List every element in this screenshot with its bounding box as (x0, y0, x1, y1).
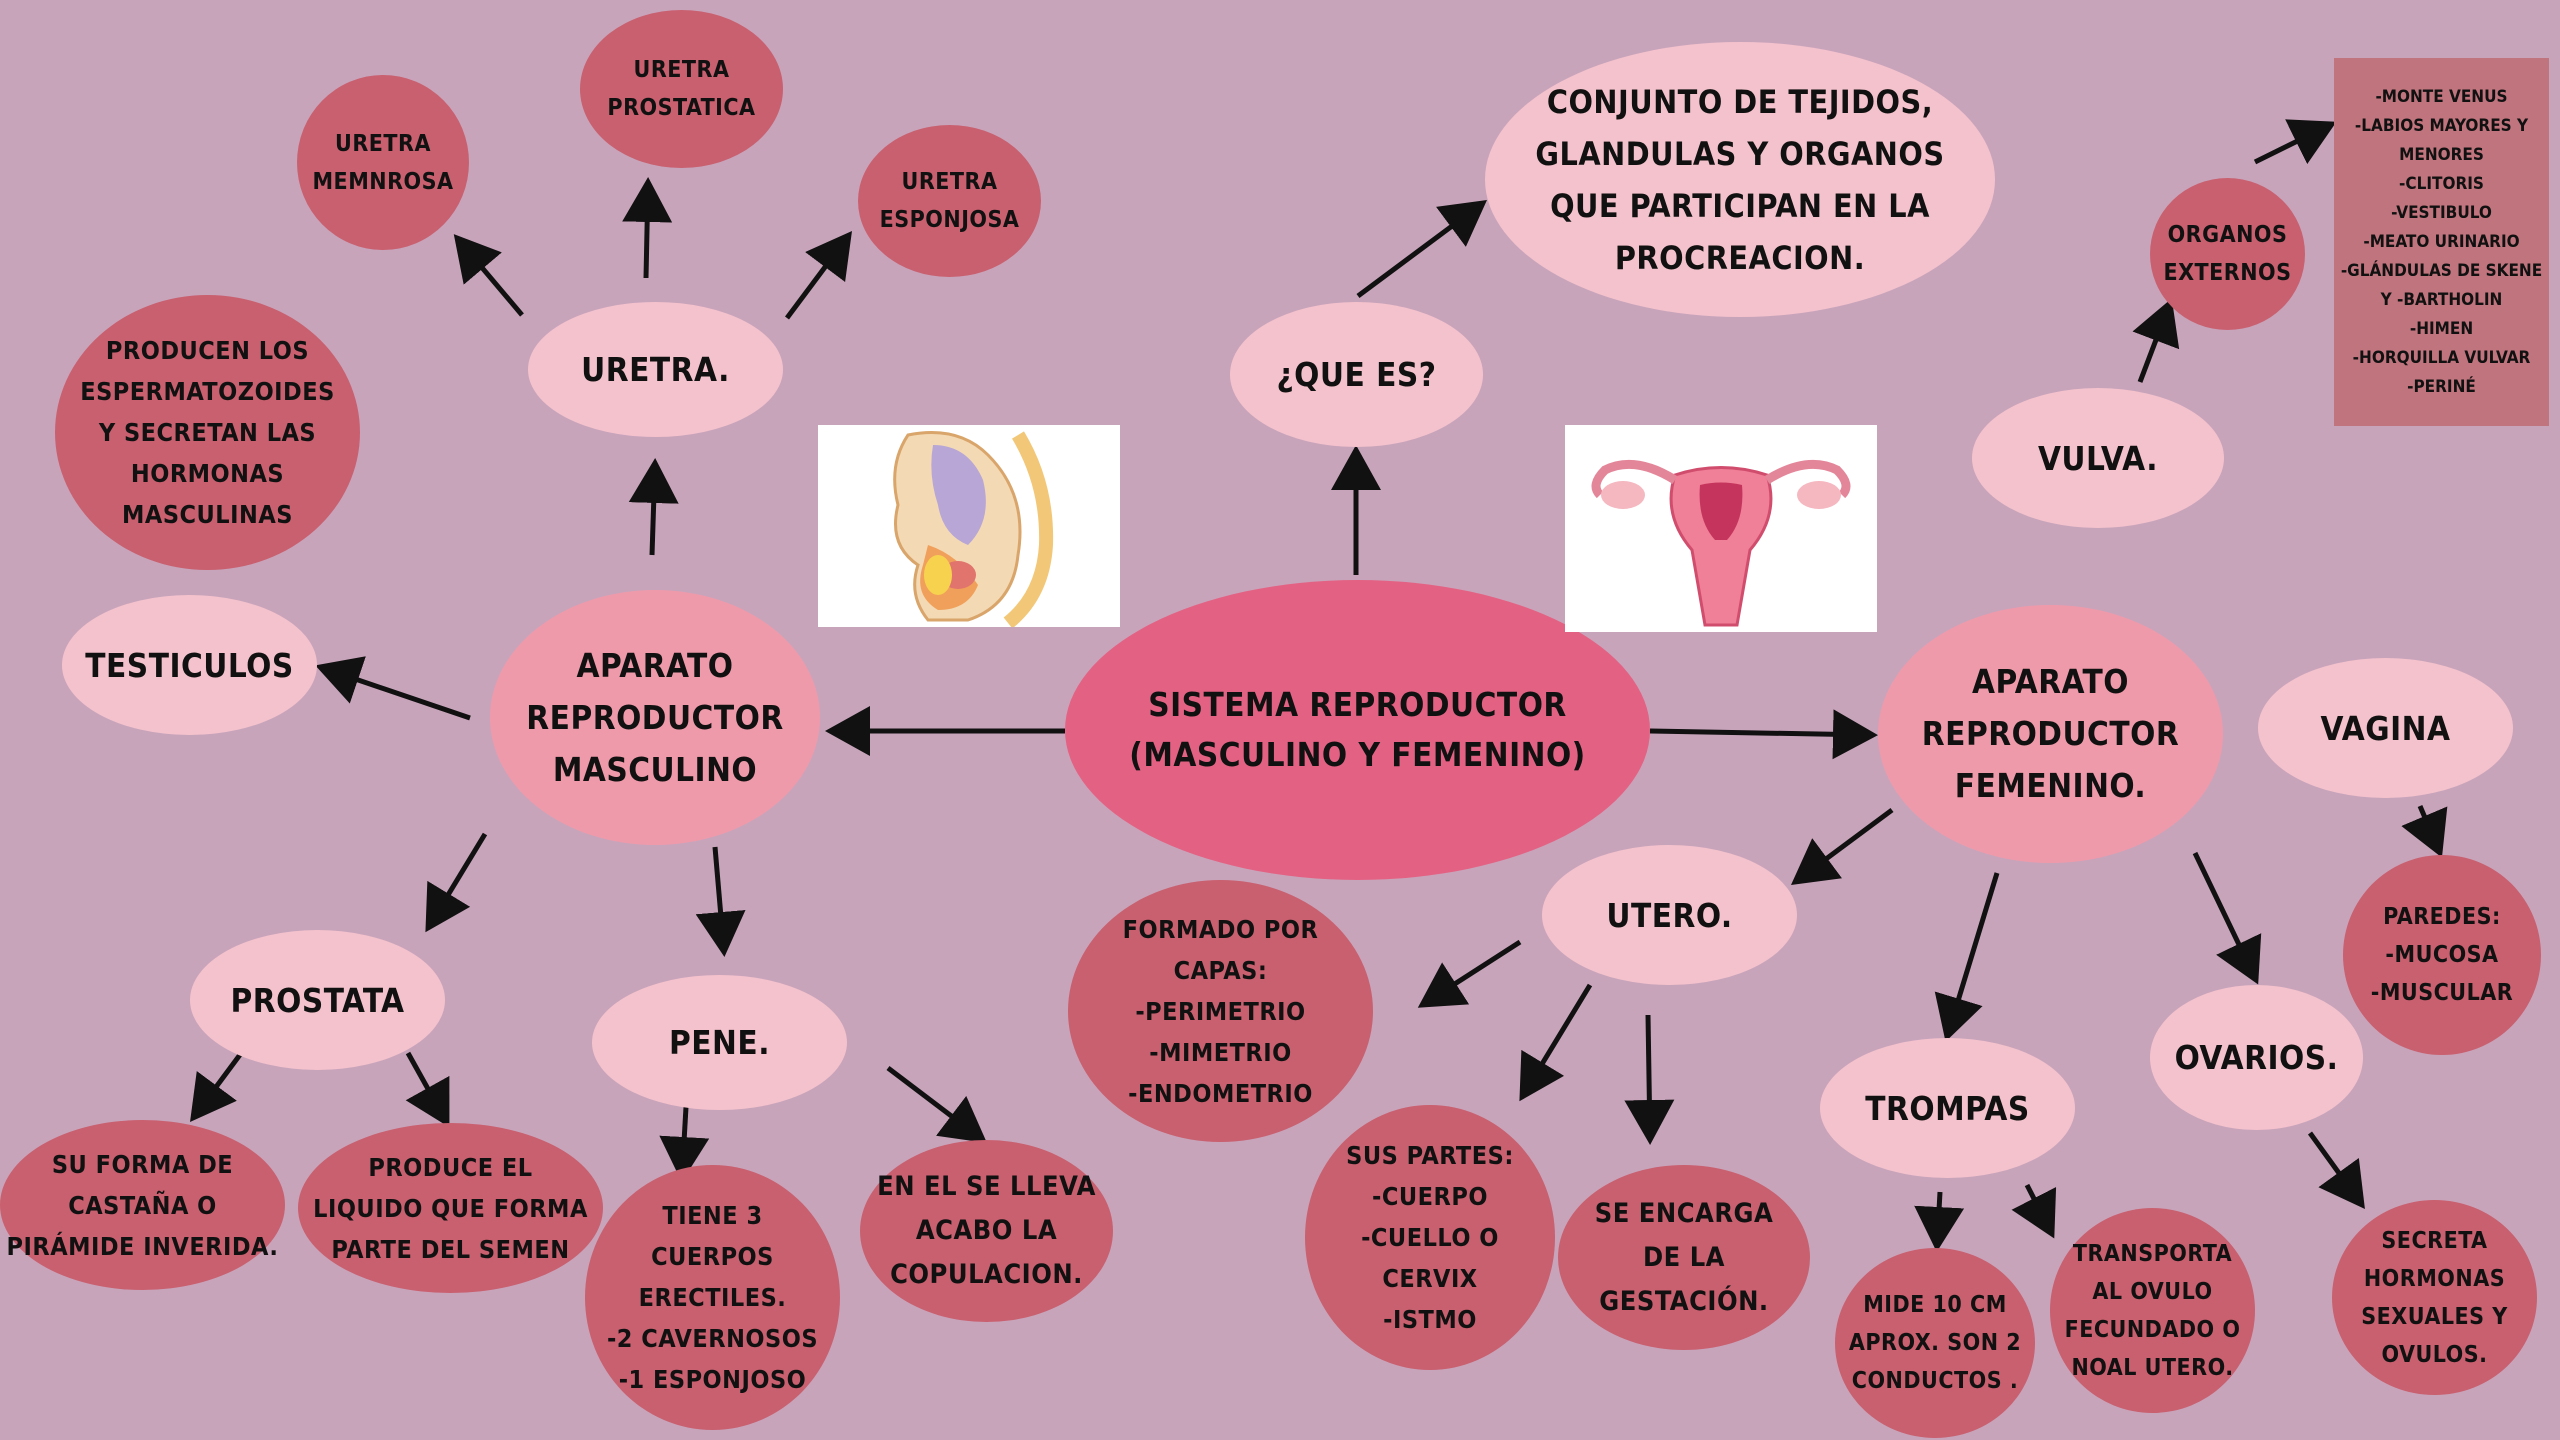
aparato-femenino-node: APARATO REPRODUCTOR FEMENINO. (1878, 605, 2223, 863)
trompas-node: TROMPAS (1820, 1038, 2075, 1178)
arrow-masculino-to-testiculos (320, 667, 470, 718)
arrow-prostata-to-liquido (408, 1053, 447, 1123)
que-es-answer: CONJUNTO DE TEJIDOS, GLANDULAS Y ORGANOS… (1485, 42, 1995, 317)
testiculos-desc-node: PRODUCEN LOS ESPERMATOZOIDES Y SECRETAN … (55, 295, 360, 570)
arrow-uretra-to-esponjosa (787, 235, 849, 318)
arrow-femenino-to-utero (1795, 810, 1892, 882)
vagina-node: VAGINA (2258, 658, 2513, 798)
arrow-femenino-to-trompas (1947, 873, 1997, 1037)
trompas-transporta-node: TRANSPORTA AL OVULO FECUNDADO O NOAL UTE… (2050, 1208, 2255, 1413)
arrow-uretra-to-memnrosa (457, 238, 522, 315)
arrow-trompas-to-mide (1937, 1192, 1940, 1247)
ovarios-secreta-node: SECRETA HORMONAS SEXUALES Y OVULOS. (2332, 1200, 2537, 1395)
aparato-masculino-node: APARATO REPRODUCTOR MASCULINO (490, 590, 820, 845)
testiculos-node: TESTICULOS (62, 595, 317, 735)
arrow-utero-to-partes (1522, 985, 1590, 1097)
female-anatomy-image (1565, 425, 1877, 632)
prostata-node: PROSTATA (190, 930, 445, 1070)
arrow-masculino-to-pene (715, 847, 724, 952)
arrow-pene-to-cuerpos (682, 1107, 686, 1177)
prostata-liquido-node: PRODUCE EL LIQUIDO QUE FORMA PARTE DEL S… (298, 1123, 603, 1293)
utero-node: UTERO. (1542, 845, 1797, 985)
arrow-externos-to-list (2255, 124, 2332, 162)
ovarios-node: OVARIOS. (2150, 985, 2363, 1130)
arrow-uretra-to-prostatica (646, 182, 648, 278)
arrow-utero-to-gestacion (1648, 1015, 1650, 1140)
arrow-vulva-to-externos (2140, 303, 2170, 382)
arrow-trompas-to-transporta (2027, 1185, 2052, 1234)
male-anatomy-image (818, 425, 1120, 627)
arrow-center-to-femenino (1650, 731, 1873, 735)
arrow-prostata-to-forma (193, 1048, 245, 1118)
arrow-masculino-to-prostata (428, 834, 485, 928)
pene-node: PENE. (592, 975, 847, 1110)
arrow-masculino-to-uretra (652, 463, 655, 555)
uretra-memnrosa-node: URETRA MEMNROSA (297, 75, 469, 250)
vulva-node: VULVA. (1972, 388, 2224, 528)
prostata-forma-node: SU FORMA DE CASTAÑA O PIRÁMIDE INVERIDA. (0, 1120, 285, 1290)
que-es-node: ¿QUE ES? (1230, 302, 1483, 447)
arrow-ovarios-to-secreta (2310, 1133, 2362, 1205)
arrow-vagina-to-paredes (2420, 806, 2440, 853)
uretra-prostatica-node: URETRA PROSTATICA (580, 10, 783, 168)
pene-copulacion-node: EN EL SE LLEVA ACABO LA COPULACION. (860, 1140, 1113, 1322)
vagina-paredes-node: PAREDES: -MUCOSA -MUSCULAR (2343, 855, 2541, 1055)
arrow-pene-to-copulacion (888, 1068, 983, 1140)
uretra-esponjosa-node: URETRA ESPONJOSA (858, 125, 1041, 277)
pene-cuerpos-node: TIENE 3 CUERPOS ERECTILES. -2 CAVERNOSOS… (585, 1165, 840, 1430)
trompas-mide-node: MIDE 10 CM APROX. SON 2 CONDUCTOS . (1835, 1248, 2035, 1438)
utero-gestacion-node: SE ENCARGA DE LA GESTACIÓN. (1558, 1165, 1810, 1350)
central-topic: SISTEMA REPRODUCTOR (MASCULINO Y FEMENIN… (1065, 580, 1650, 880)
arrow-femenino-to-ovarios (2195, 853, 2256, 980)
arrow-que-es-to-answer (1358, 203, 1483, 296)
arrow-utero-to-capas (1422, 942, 1520, 1005)
vulva-parts-list: -MONTE VENUS -LABIOS MAYORES Y MENORES -… (2334, 58, 2549, 426)
uretra-node: URETRA. (528, 302, 783, 437)
utero-capas-node: FORMADO POR CAPAS: -PERIMETRIO -MIMETRIO… (1068, 880, 1373, 1142)
organos-externos-node: ORGANOS EXTERNOS (2150, 178, 2305, 330)
utero-partes-node: SUS PARTES: -CUERPO -CUELLO O CERVIX -IS… (1305, 1105, 1555, 1370)
